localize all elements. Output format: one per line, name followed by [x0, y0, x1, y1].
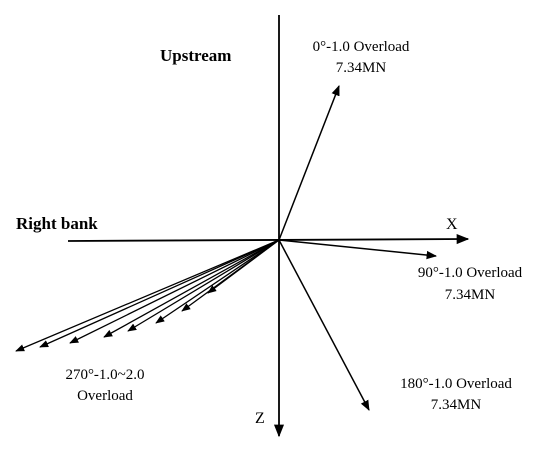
load-vector-270-5	[127, 239, 280, 332]
horizontal-axis	[67, 234, 470, 245]
load-vector-270-1	[15, 239, 280, 352]
right-bank-label: Right bank	[16, 214, 98, 233]
load-0-label-line1: 0°-1.0 Overload	[313, 39, 410, 55]
load-270-label-line2: Overload	[77, 388, 133, 404]
load-180-label-line1: 180°-1.0 Overload	[400, 376, 512, 392]
load-vector-90deg	[278, 239, 438, 260]
load-0-label-line2: 7.34MN	[336, 60, 387, 76]
load-vector-270-8	[207, 239, 280, 294]
load-90-label-line2: 7.34MN	[445, 287, 496, 303]
load-270-label-line1: 270°-1.0~2.0	[65, 367, 144, 383]
load-vector-0deg	[278, 85, 340, 241]
z-axis-label: Z	[255, 410, 265, 427]
load-vector-270-2	[39, 239, 280, 348]
load-vector-270-6	[155, 239, 280, 324]
load-vector-270-4	[103, 239, 280, 338]
load-vector-180deg	[278, 239, 370, 411]
load-vector-270-3	[69, 239, 280, 344]
load-vectors-270deg	[15, 239, 280, 352]
load-90-label-line1: 90°-1.0 Overload	[418, 265, 523, 281]
x-axis-label: X	[446, 216, 458, 233]
load-180-label-line2: 7.34MN	[431, 397, 482, 413]
upstream-label: Upstream	[160, 46, 231, 65]
